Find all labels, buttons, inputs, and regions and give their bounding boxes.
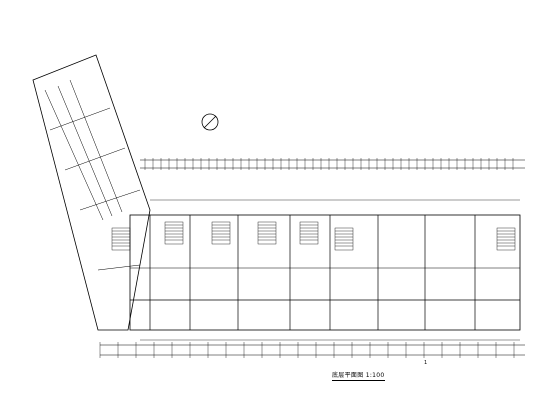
stair	[334, 227, 354, 251]
drawing-title: 底层平面图 1:100	[332, 372, 385, 381]
stair	[496, 227, 516, 251]
stair	[211, 221, 231, 245]
section-mark: 1	[424, 360, 427, 366]
main-block-outline	[129, 214, 521, 331]
stair	[257, 221, 277, 245]
stair	[299, 221, 319, 245]
stair	[111, 227, 131, 251]
north-arrow-icon	[201, 113, 219, 131]
north-wing-outline	[32, 54, 151, 331]
stair	[164, 221, 184, 245]
